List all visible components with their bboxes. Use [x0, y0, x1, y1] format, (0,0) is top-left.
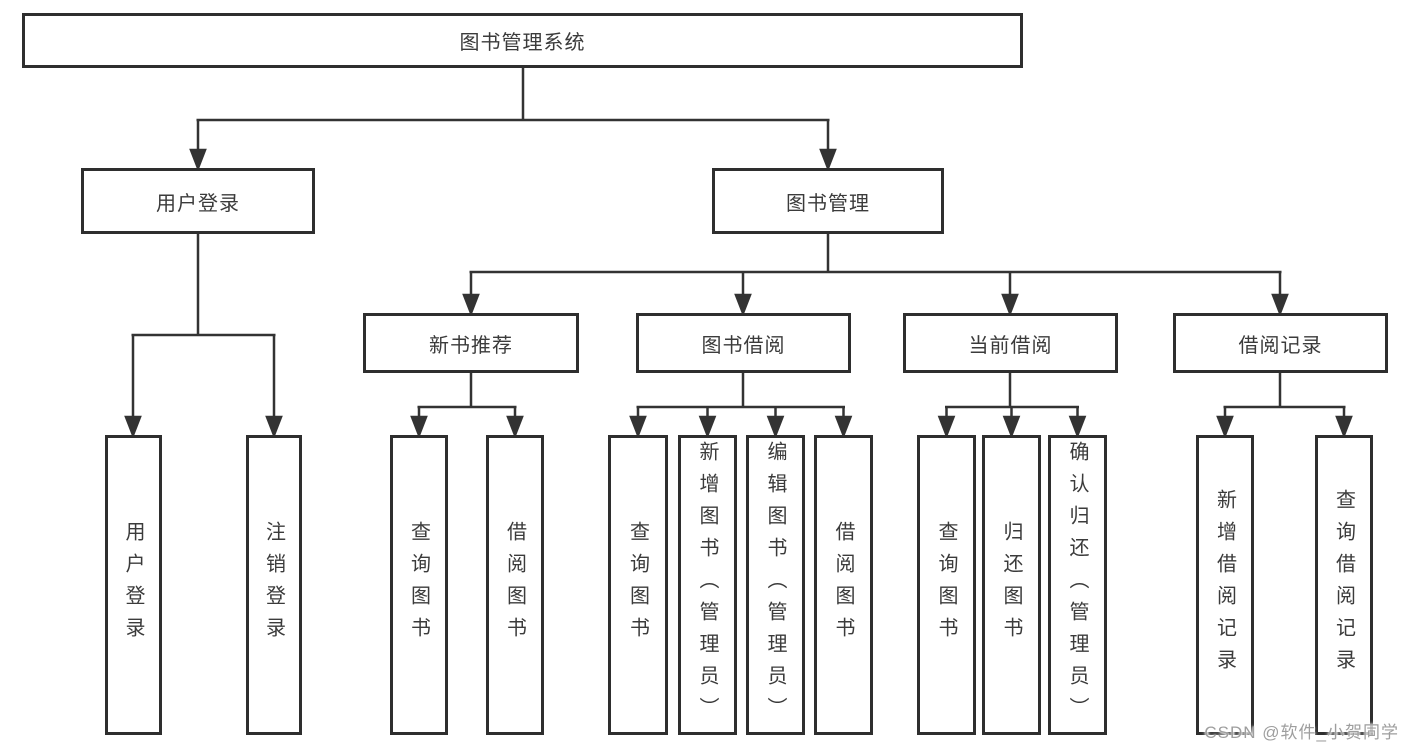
- leaf-borrow-books: 借阅图书: [814, 435, 873, 735]
- node-new-book-rec-label: 新书推荐: [429, 334, 513, 357]
- node-user-login: 用户登录: [81, 168, 315, 234]
- leaf-return-books: 归还图书: [982, 435, 1041, 735]
- node-book-borrow: 图书借阅: [636, 313, 851, 373]
- node-root-label: 图书管理系统: [459, 32, 586, 54]
- leaf-logout: 注销登录: [246, 435, 302, 735]
- leaf-add-borrow-record-label: 新增借阅记录: [1213, 489, 1236, 681]
- leaf-query-borrow-record-label: 查询借阅记录: [1332, 489, 1355, 681]
- leaf-rec-query-books-label: 查询图书: [407, 521, 430, 649]
- leaf-borrow-query-books: 查询图书: [608, 435, 668, 735]
- connector-root-to-level2: [189, 66, 837, 172]
- leaf-edit-books-admin: 编辑图书（管理员）: [746, 435, 805, 735]
- leaf-edit-books-admin-label: 编辑图书（管理员）: [764, 441, 786, 729]
- leaf-rec-borrow-books-label: 借阅图书: [503, 521, 526, 649]
- leaf-add-borrow-record: 新增借阅记录: [1196, 435, 1254, 735]
- leaf-current-query-books-label: 查询图书: [935, 521, 957, 649]
- connector-book-mgmt-to-level3: [462, 234, 1289, 317]
- leaf-current-query-books: 查询图书: [917, 435, 976, 735]
- leaf-user-login: 用户登录: [105, 435, 162, 735]
- node-root: 图书管理系统: [22, 13, 1023, 68]
- leaf-add-books-admin-label: 新增图书（管理员）: [696, 441, 718, 729]
- connector-new-book-rec-to-leaves: [410, 373, 524, 439]
- leaf-user-login-label: 用户登录: [122, 521, 144, 649]
- csdn-watermark: CSDN @软件_小贺同学: [1204, 723, 1399, 742]
- connector-book-borrow-to-leaves: [629, 373, 853, 439]
- node-new-book-rec: 新书推荐: [363, 313, 579, 373]
- leaf-rec-query-books: 查询图书: [390, 435, 448, 735]
- leaf-query-borrow-record: 查询借阅记录: [1315, 435, 1373, 735]
- node-current-borrow: 当前借阅: [903, 313, 1118, 373]
- connector-borrow-records-to-leaves: [1216, 373, 1353, 439]
- leaf-borrow-books-label: 借阅图书: [832, 521, 854, 649]
- leaf-confirm-return-admin-label: 确认归还（管理员）: [1066, 441, 1088, 729]
- node-book-borrow-label: 图书借阅: [701, 334, 786, 357]
- leaf-return-books-label: 归还图书: [1000, 521, 1022, 649]
- node-current-borrow-label: 当前借阅: [968, 334, 1053, 357]
- connector-user-login-to-leaves: [124, 234, 283, 439]
- leaf-borrow-query-books-label: 查询图书: [626, 521, 649, 649]
- node-user-login-label: 用户登录: [156, 192, 240, 215]
- leaf-rec-borrow-books: 借阅图书: [486, 435, 544, 735]
- node-book-mgmt: 图书管理: [712, 168, 944, 234]
- connector-current-borrow-to-leaves: [937, 373, 1087, 439]
- leaf-add-books-admin: 新增图书（管理员）: [678, 435, 737, 735]
- leaf-confirm-return-admin: 确认归还（管理员）: [1048, 435, 1107, 735]
- node-book-mgmt-label: 图书管理: [786, 192, 870, 215]
- node-borrow-records: 借阅记录: [1173, 313, 1388, 373]
- node-borrow-records-label: 借阅记录: [1238, 334, 1323, 357]
- leaf-logout-label: 注销登录: [262, 521, 285, 649]
